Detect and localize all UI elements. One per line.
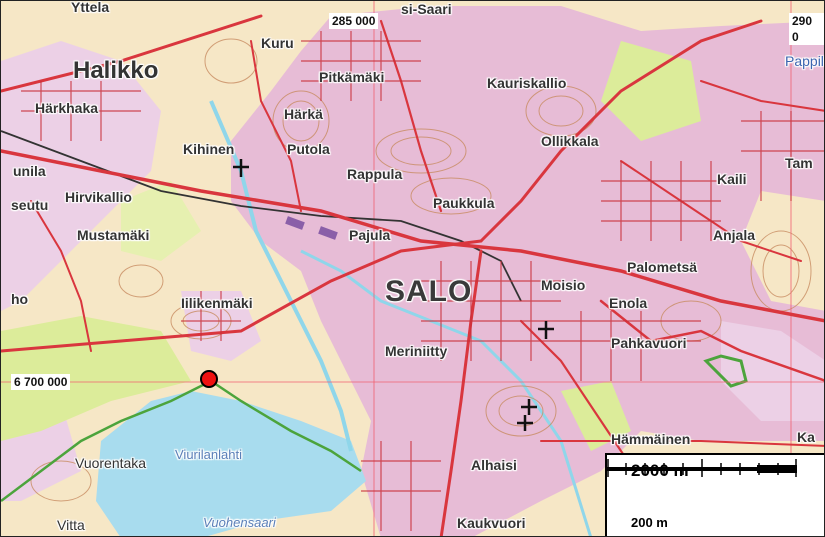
road-network	[1, 14, 824, 536]
place-label: Palometsä	[627, 259, 698, 275]
place-label: Hirvikallio	[65, 189, 132, 205]
place-label: Putola	[287, 141, 330, 157]
forest-area	[601, 41, 701, 141]
place-label: Pitkämäki	[319, 69, 385, 85]
place-label: Vitta	[57, 517, 85, 533]
place-label: Kihinen	[183, 141, 235, 157]
scale-label-sub: 200 m	[631, 515, 668, 530]
place-label: Kaukvuori	[457, 515, 526, 531]
coordinate-label-top: 285 000	[329, 13, 379, 29]
place-label: Pahkavuori	[611, 335, 687, 351]
place-label: Kauriskallio	[487, 75, 567, 91]
coordinate-label-left: 6 700 000	[11, 374, 71, 390]
place-label: Pajula	[349, 227, 391, 243]
place-label: Iilikenmäki	[181, 295, 253, 311]
place-label: Meriniitty	[385, 343, 448, 359]
forest-area	[121, 181, 201, 261]
place-label: Ka	[797, 429, 815, 445]
place-label: Härkä	[284, 106, 323, 122]
place-label: Vuorentaka	[75, 455, 147, 471]
island-label: Vuohensaari	[203, 515, 276, 530]
place-label: Rappula	[347, 166, 403, 182]
city-label: SALO	[385, 275, 473, 308]
boundary-line	[1, 379, 362, 502]
church-icon	[233, 159, 554, 431]
place-label: Kaili	[717, 171, 747, 187]
urban-area	[721, 321, 824, 421]
location-marker[interactable]	[200, 370, 218, 388]
place-label: Tam	[785, 155, 813, 171]
place-label: unila	[13, 163, 46, 179]
place-label: Halikko	[73, 57, 159, 84]
place-label: si-Saari	[401, 1, 452, 17]
water-body	[96, 391, 366, 536]
scale-bar	[607, 459, 797, 477]
place-label: Alhaisi	[471, 457, 517, 473]
place-label: Härkhaka	[35, 100, 99, 116]
place-label: Kuru	[261, 35, 294, 51]
place-label: ho	[11, 291, 29, 307]
water-label: Viurilanlahti	[175, 447, 242, 462]
place-label: Anjala	[713, 227, 756, 243]
contour-lines	[30, 38, 812, 502]
place-label: Moisio	[541, 277, 586, 293]
place-label: Enola	[609, 295, 648, 311]
river	[300, 249, 592, 536]
urban-area	[231, 6, 824, 536]
place-label: Paukkula	[433, 195, 495, 211]
place-label: Mustamäki	[77, 227, 150, 243]
place-label: Yttela	[71, 0, 110, 15]
place-label: Ollikkala	[541, 133, 599, 149]
coordinate-label-top-right: 290 0	[789, 13, 824, 45]
scale-box: 2000 m 200 m	[605, 453, 824, 536]
street-grid	[21, 31, 824, 531]
place-label: seutu	[11, 197, 49, 213]
forest-area	[561, 381, 631, 451]
buildings	[285, 216, 338, 240]
place-label: Pappila	[785, 53, 824, 69]
place-label: Hämmäinen	[611, 431, 691, 447]
